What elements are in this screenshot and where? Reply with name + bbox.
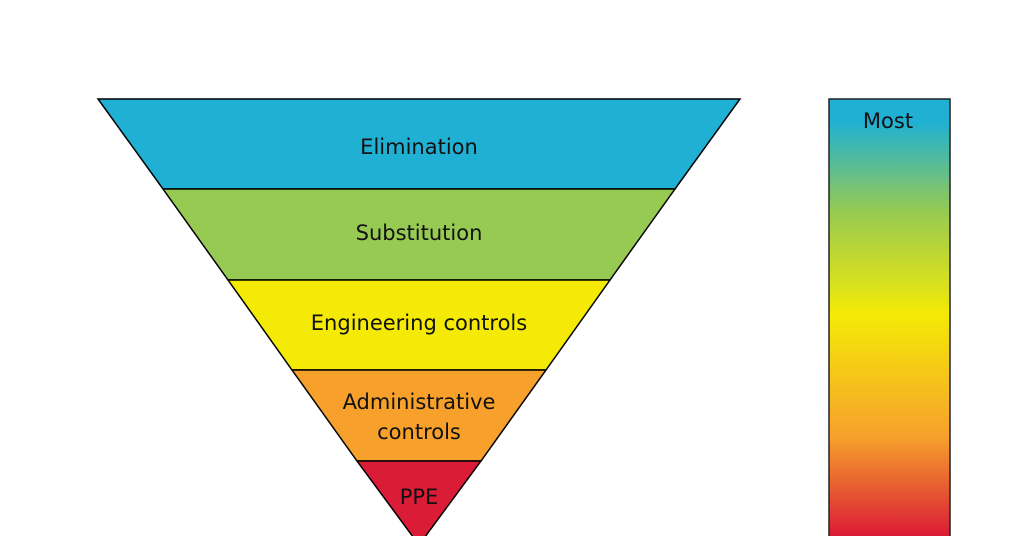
label-elimination: Elimination xyxy=(360,135,478,159)
label-engineering-controls: Engineering controls xyxy=(311,311,527,335)
label-administrative-line2: controls xyxy=(377,420,461,444)
label-substitution: Substitution xyxy=(356,221,483,245)
level-administrative-controls xyxy=(290,369,548,462)
effectiveness-scale-bar xyxy=(828,98,951,536)
level-ppe xyxy=(355,460,483,536)
scale-top-label: Most xyxy=(863,109,913,133)
label-ppe: PPE xyxy=(400,485,439,509)
label-administrative-line1: Administrative xyxy=(343,390,496,414)
